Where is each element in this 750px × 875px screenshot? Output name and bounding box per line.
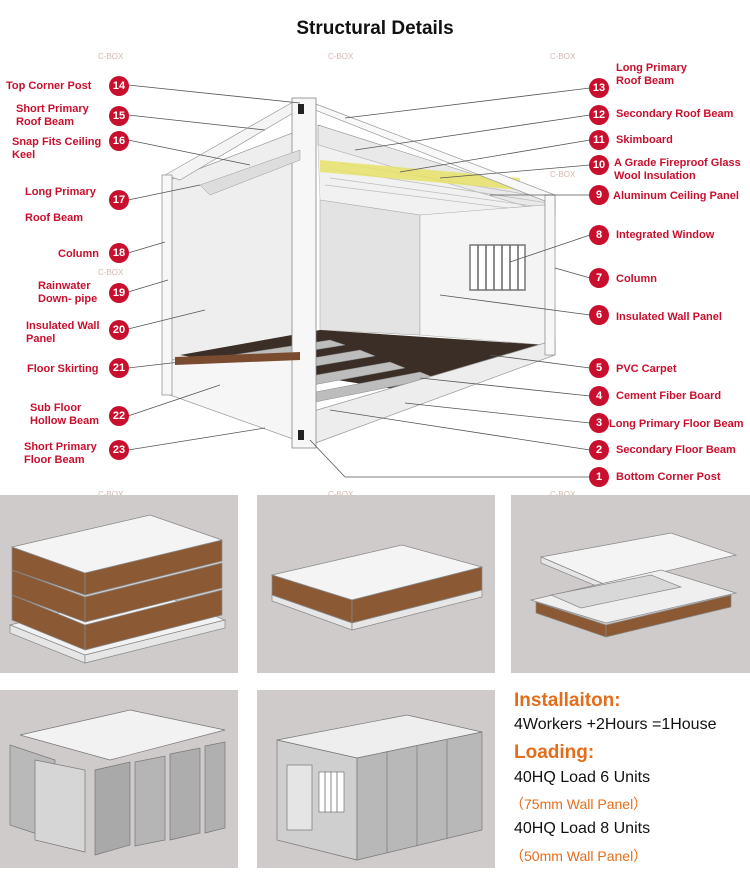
installation-heading: Installaiton:	[514, 690, 621, 711]
callout-badge: 7	[589, 268, 609, 288]
watermark: C-BOX	[328, 52, 354, 61]
callout-badge: 17	[109, 190, 129, 210]
callout-badge: 16	[109, 131, 129, 151]
callout-label: Top Corner Post	[6, 80, 92, 92]
callout-badge: 22	[109, 406, 129, 426]
loading-heading: Loading:	[514, 742, 595, 763]
image-stacked-three	[0, 495, 238, 673]
callout-badge: 9	[589, 185, 609, 205]
watermark: C-BOX	[98, 52, 124, 61]
callout-badge: 20	[109, 320, 129, 340]
callout-badge: 1	[589, 467, 609, 487]
callout-badge: 5	[589, 358, 609, 378]
callout-badge: 3	[589, 413, 609, 433]
watermark: C-BOX	[98, 490, 123, 499]
callout-label: Short Primary Floor Beam	[24, 441, 97, 466]
callout-badge: 2	[589, 440, 609, 460]
load-note-2: （50mm Wall Panel）	[510, 848, 648, 864]
callout-badge: 23	[109, 440, 129, 460]
image-assembly	[0, 690, 238, 868]
callout-badge: 4	[589, 386, 609, 406]
callout-label: Skimboard	[616, 134, 673, 146]
image-flat-module	[257, 495, 495, 673]
callout-label: Column	[616, 273, 657, 285]
watermark: C-BOX	[328, 490, 353, 499]
load-line-1: 40HQ Load 6 Units	[514, 769, 651, 786]
image-opened-module	[511, 495, 750, 673]
callout-badge: 18	[109, 243, 129, 263]
callout-label: Snap Fits Ceiling Keel	[12, 136, 102, 161]
callout-badge: 11	[589, 130, 609, 150]
callout-label: Cement Fiber Board	[616, 390, 722, 402]
watermark: C-BOX	[550, 170, 576, 179]
installation-text: 4Workers +2Hours =1House	[514, 716, 717, 733]
callout-label: A Grade Fireproof Glass Wool Insulation	[614, 157, 741, 182]
callout-label: Floor Skirting	[27, 363, 99, 375]
callout-badge: 14	[109, 76, 129, 96]
callout-label: Bottom Corner Post	[616, 471, 721, 483]
structure-illustration	[127, 84, 591, 478]
watermark: C-BOX	[550, 490, 575, 499]
callout-badge: 21	[109, 358, 129, 378]
callout-label: Secondary Roof Beam	[616, 108, 734, 120]
callout-label: PVC Carpet	[616, 363, 677, 375]
callout-badge: 6	[589, 305, 609, 325]
callout-label: Sub Floor Hollow Beam	[30, 402, 100, 427]
callout-label: Secondary Floor Beam	[616, 444, 736, 456]
callout-label: Column	[58, 248, 99, 260]
callout-label: Long Primary Floor Beam	[609, 418, 744, 430]
watermark: C-BOX	[550, 52, 576, 61]
callout-label: Long Primary Roof Beam	[25, 186, 96, 224]
callout-label: Insulated Wall Panel	[616, 311, 722, 323]
callout-label: Insulated Wall Panel	[26, 320, 100, 345]
page-title: Structural Details	[296, 18, 454, 39]
callout-badge: 10	[589, 155, 609, 175]
image-finished-house	[257, 690, 495, 868]
load-note-1: （75mm Wall Panel）	[510, 796, 648, 812]
callout-badge: 13	[589, 78, 609, 98]
callout-label: Rainwater Down- pipe	[38, 280, 98, 305]
callout-badge: 19	[109, 283, 129, 303]
callout-label: Aluminum Ceiling Panel	[613, 190, 739, 202]
callout-badge: 12	[589, 105, 609, 125]
callout-label: Long Primary Roof Beam	[616, 62, 687, 87]
callout-badge: 15	[109, 106, 129, 126]
watermark: C-BOX	[98, 268, 124, 277]
load-line-2: 40HQ Load 8 Units	[514, 820, 651, 837]
callout-label: Integrated Window	[616, 229, 715, 241]
callout-label: Short Primary Roof Beam	[16, 103, 89, 128]
callout-badge: 8	[589, 225, 609, 245]
